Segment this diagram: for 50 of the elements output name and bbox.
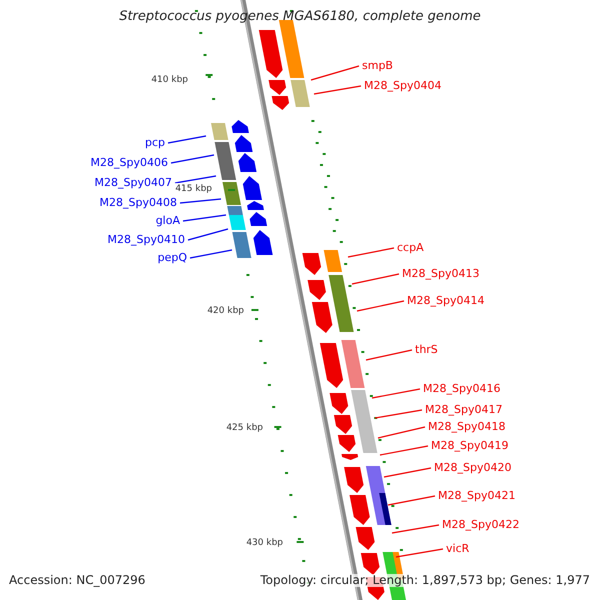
leader-line: [168, 135, 206, 144]
scale-label: 430 kbp: [246, 537, 283, 550]
gene-label: M28_Spy0417: [425, 403, 502, 416]
gene-label: pepQ: [158, 251, 187, 264]
gene-label: M28_Spy0413: [402, 267, 480, 280]
leader-line: [314, 85, 362, 95]
leader-line: [372, 388, 420, 399]
scale-label: 420 kbp: [207, 305, 244, 318]
leader-line: [378, 426, 426, 439]
leader-line: [170, 154, 214, 164]
leader-line: [180, 198, 222, 204]
leader-line: [356, 300, 404, 312]
title: Streptococcus pyogenes MGAS6180, complete genome: [118, 10, 482, 23]
gene-label: M28_Spy0418: [428, 420, 506, 433]
info-text: Accession: NC_007296: [9, 574, 146, 587]
gene-label: pcp: [144, 136, 165, 149]
gene-label: thrS: [415, 343, 438, 356]
scale-label: 410 kbp: [151, 74, 188, 87]
gene-label: ccpA: [397, 241, 424, 254]
scale-label: 425 kbp: [226, 422, 263, 435]
leader-line: [366, 349, 412, 361]
gene-label: M28_Spy0419: [431, 439, 508, 452]
leader-line: [182, 214, 226, 222]
gene-label: M28_Spy0408: [100, 196, 177, 209]
info-text: Topology: circular; Length: 1,897,573 bp; Genes: 1,977: [260, 574, 590, 587]
gene-label: M28_Spy0422: [442, 518, 520, 531]
leader-line: [396, 548, 444, 558]
gene-label: M28_Spy0421: [438, 489, 516, 502]
leader-line: [384, 467, 432, 478]
leader-line: [190, 249, 232, 259]
gene-label: M28_Spy0416: [423, 382, 500, 395]
leader-line: [174, 175, 216, 184]
leader-line: [380, 445, 428, 456]
gene-label: vicR: [446, 542, 470, 555]
scale-label: 415 kbp: [175, 183, 212, 196]
gene-label: gloA: [156, 214, 180, 227]
gene-label: smpB: [362, 59, 393, 72]
gene-label: M28_Spy0406: [90, 156, 168, 169]
gene-label: M28_Spy0407: [94, 176, 172, 189]
leader-line: [388, 495, 436, 506]
leader-line: [348, 247, 394, 258]
gene-label: M28_Spy0414: [407, 294, 484, 307]
gene-label: M28_Spy0420: [434, 461, 512, 474]
leader-line: [310, 65, 360, 81]
gene-label: M28_Spy0404: [364, 79, 442, 92]
leader-line: [374, 409, 422, 419]
gene-label: M28_Spy0410: [108, 233, 185, 246]
leader-line: [392, 524, 440, 534]
leader-line: [188, 228, 228, 241]
leader-line: [352, 273, 400, 285]
